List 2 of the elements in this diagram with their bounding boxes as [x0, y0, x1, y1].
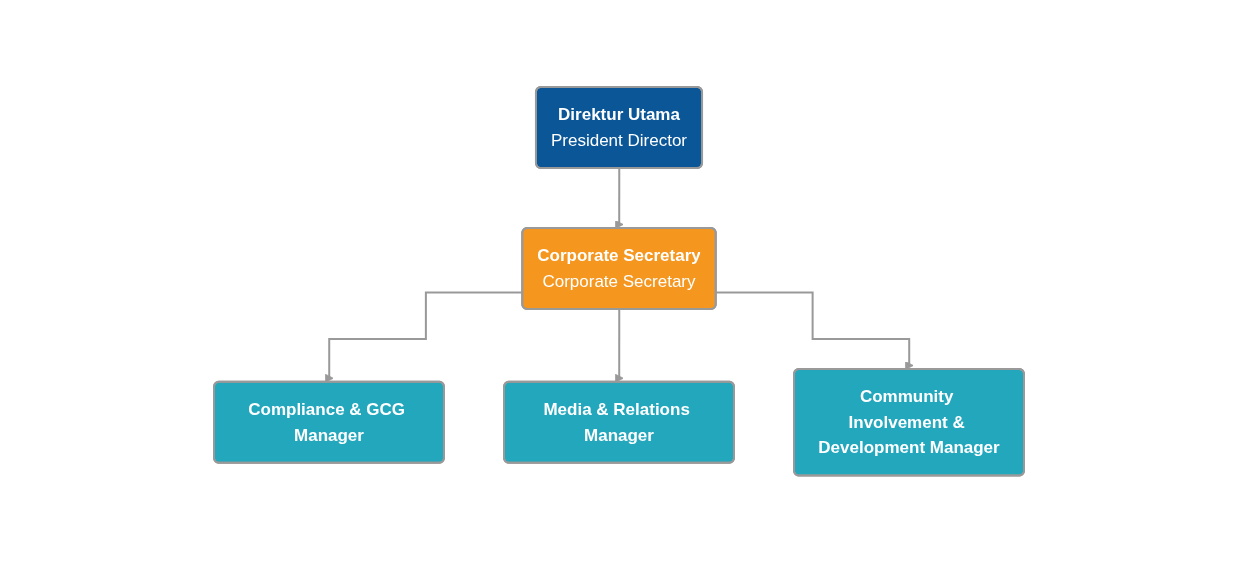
- arrow: [614, 167, 624, 229]
- arrow: [614, 308, 624, 383]
